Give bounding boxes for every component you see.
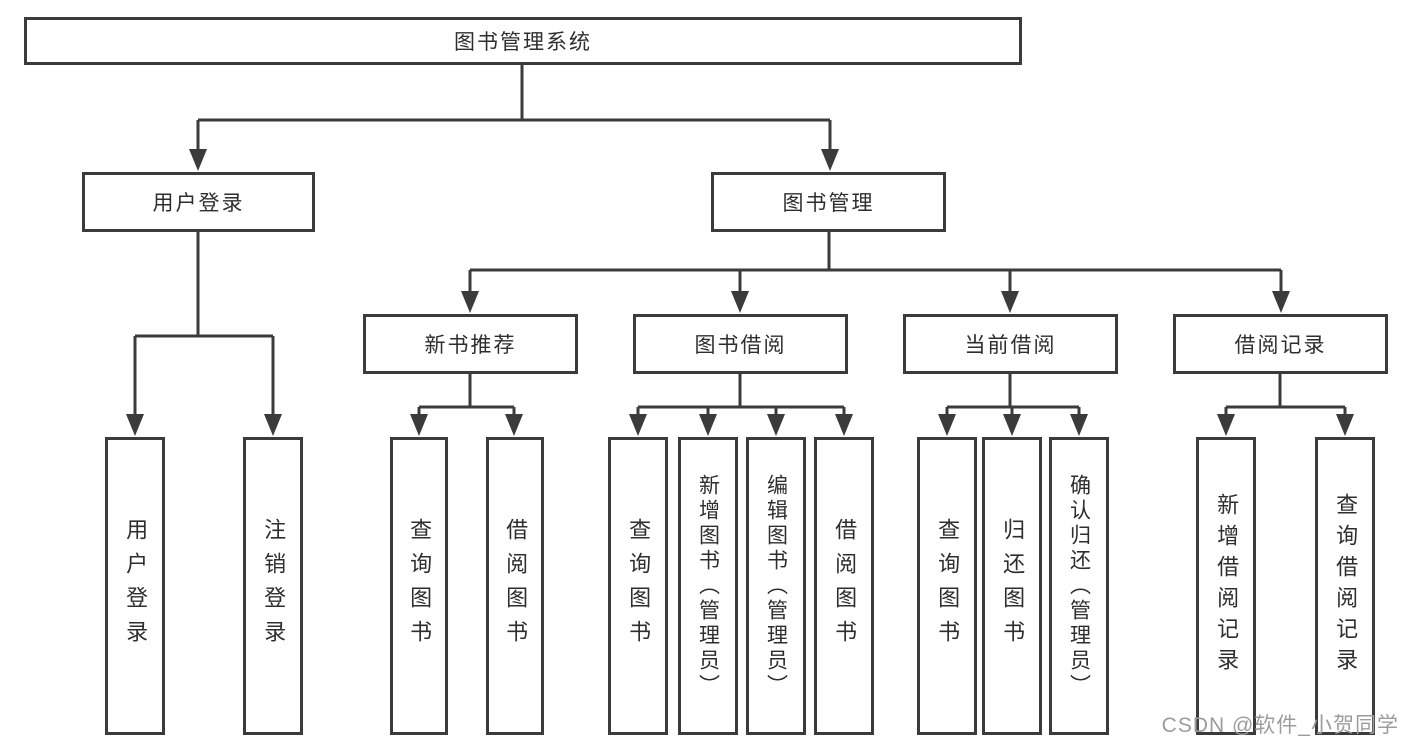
leaf-query-books-2-label: 查询图书 xyxy=(626,518,652,654)
node-current-borrow: 当前借阅 xyxy=(903,314,1118,374)
node-book-management-label: 图书管理 xyxy=(782,192,875,215)
node-user-login: 用户登录 xyxy=(82,172,315,232)
node-new-book-recommend: 新书推荐 xyxy=(363,314,578,374)
leaf-query-books-3: 查询图书 xyxy=(917,437,977,735)
node-root-label: 图书管理系统 xyxy=(454,31,592,54)
arrowhead xyxy=(189,149,207,171)
arrowhead xyxy=(1070,414,1088,436)
leaf-edit-book-admin: 编辑图书（管理员） xyxy=(746,437,806,735)
node-book-borrow-label: 图书借阅 xyxy=(694,334,787,357)
arrowhead xyxy=(1217,414,1235,436)
leaf-borrow-books-1: 借阅图书 xyxy=(486,437,544,735)
arrowhead xyxy=(1001,291,1019,313)
arrowhead xyxy=(264,414,282,436)
arrowhead xyxy=(767,414,785,436)
leaf-add-borrow-record: 新增借阅记录 xyxy=(1196,437,1256,735)
arrowhead xyxy=(410,414,428,436)
watermark-text: CSDN @软件_小贺同学 xyxy=(1161,714,1399,737)
arrowhead xyxy=(731,291,749,313)
arrowhead xyxy=(629,414,647,436)
leaf-query-books-3-label: 查询图书 xyxy=(935,518,961,654)
arrowhead xyxy=(835,414,853,436)
arrowhead xyxy=(461,291,479,313)
leaf-return-books-label: 归还图书 xyxy=(1000,518,1026,654)
arrowhead xyxy=(1272,291,1290,313)
leaf-confirm-return-admin: 确认归还（管理员） xyxy=(1049,437,1109,735)
leaf-user-login: 用户登录 xyxy=(105,437,165,735)
leaf-add-book-admin-label: 新增图书（管理员） xyxy=(696,473,720,699)
leaf-user-login-label: 用户登录 xyxy=(123,518,149,654)
leaf-query-books-1-label: 查询图书 xyxy=(407,518,433,654)
leaf-borrow-books-2-label: 借阅图书 xyxy=(832,518,858,654)
leaf-borrow-books-2: 借阅图书 xyxy=(814,437,874,735)
node-borrow-records: 借阅记录 xyxy=(1173,314,1388,374)
node-user-login-label: 用户登录 xyxy=(152,192,245,215)
node-borrow-records-label: 借阅记录 xyxy=(1234,334,1327,357)
node-book-management: 图书管理 xyxy=(711,172,946,232)
leaf-query-books-2: 查询图书 xyxy=(608,437,668,735)
leaf-return-books: 归还图书 xyxy=(982,437,1042,735)
leaf-query-borrow-record: 查询借阅记录 xyxy=(1315,437,1375,735)
arrowhead xyxy=(821,149,839,171)
arrowhead xyxy=(126,414,144,436)
leaf-edit-book-admin-label: 编辑图书（管理员） xyxy=(764,473,788,699)
arrowhead xyxy=(1336,414,1354,436)
leaf-logout: 注销登录 xyxy=(243,437,303,735)
node-new-book-recommend-label: 新书推荐 xyxy=(424,334,517,357)
leaf-query-books-1: 查询图书 xyxy=(390,437,448,735)
arrowhead xyxy=(938,414,956,436)
node-book-borrow: 图书借阅 xyxy=(633,314,848,374)
leaf-add-book-admin: 新增图书（管理员） xyxy=(678,437,738,735)
leaf-query-borrow-record-label: 查询借阅记录 xyxy=(1333,493,1359,679)
arrowhead xyxy=(699,414,717,436)
node-root: 图书管理系统 xyxy=(24,17,1022,65)
arrowhead xyxy=(1003,414,1021,436)
leaf-logout-label: 注销登录 xyxy=(261,518,287,654)
arrowhead xyxy=(505,414,523,436)
leaf-add-borrow-record-label: 新增借阅记录 xyxy=(1214,493,1240,679)
node-current-borrow-label: 当前借阅 xyxy=(964,334,1057,357)
leaf-borrow-books-1-label: 借阅图书 xyxy=(503,518,529,654)
leaf-confirm-return-admin-label: 确认归还（管理员） xyxy=(1067,473,1091,699)
